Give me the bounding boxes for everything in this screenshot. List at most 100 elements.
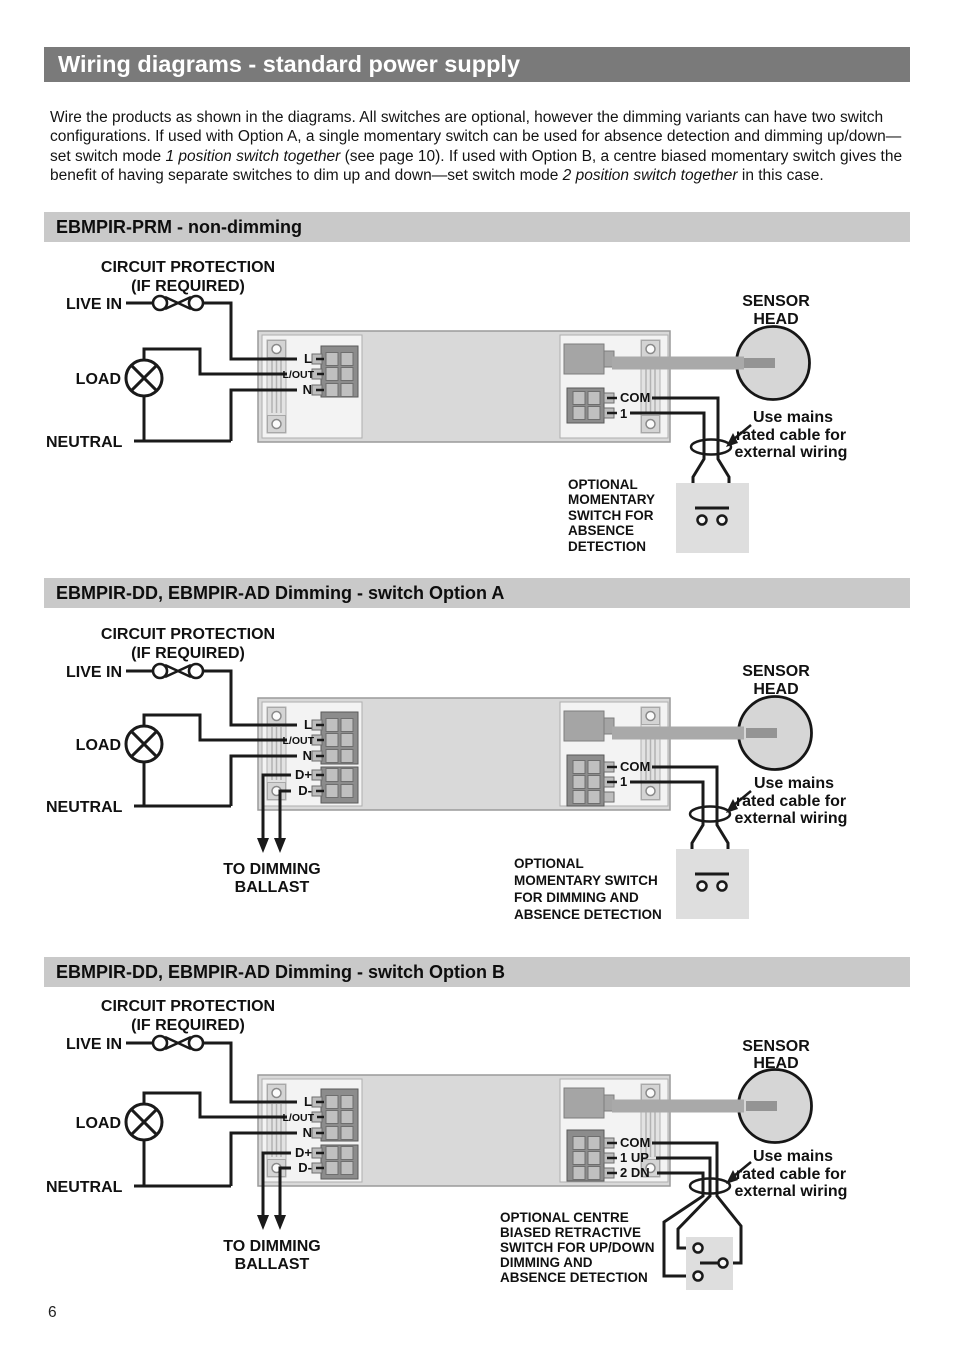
switch-caption-3: FOR DIMMING AND [514,890,639,905]
wiring-diagram-option-b: CIRCUIT PROTECTION (IF REQUIRED) LIVE IN… [46,998,848,1290]
mains-cable-note-2: rated cable for [736,793,846,810]
switch-caption-5: DETECTION [568,539,646,554]
mains-cable-note: Use mains [753,1148,833,1165]
terminal-label-lout: L/OUT [283,735,315,747]
terminal-label-1: 1 [620,774,627,789]
intro-paragraph: Wire the products as shown in the diagra… [50,108,912,186]
neutral-label: NEUTRAL [46,799,123,816]
mains-cable-note-3: external wiring [735,810,848,827]
circuit-protection-label-2: (IF REQUIRED) [131,1017,245,1034]
load-lamp-icon [124,724,164,764]
section-header-option-a: EBMPIR-DD, EBMPIR-AD Dimming - switch Op… [44,578,910,608]
cable-connector [563,1087,605,1119]
intro-text-3: in this case. [737,167,824,184]
terminal-label-2dn: 2 DN [620,1165,650,1180]
ballast-label: TO DIMMING [223,861,320,878]
terminal-label-n: N [303,1125,312,1140]
switch-caption-4: DIMMING AND [500,1255,593,1270]
switch-caption-3: SWITCH FOR UP/DOWN [500,1240,655,1255]
section-header-non-dimming: EBMPIR-PRM - non-dimming [44,212,910,242]
neutral-label: NEUTRAL [46,1179,123,1196]
ballast-arrow-icon [257,1215,269,1230]
circuit-protection-fuse-icon [151,1034,205,1052]
mains-cable-note-3: external wiring [735,444,848,461]
cable-clamp-icon [688,805,732,823]
retractive-switch [686,1237,733,1290]
sensor-head-label: SENSOR [742,293,810,310]
terminal-label-lout: L/OUT [283,1112,315,1124]
sensor-cable [612,356,744,370]
ballast-label: TO DIMMING [223,1238,320,1255]
intro-italic-2: 2 position switch together [562,167,738,184]
terminal-label-l: L [304,1094,312,1109]
switch-caption: OPTIONAL CENTRE [500,1210,629,1225]
page-number: 6 [48,1304,57,1321]
load-label: LOAD [76,737,121,754]
wiring-diagram-option-a: CIRCUIT PROTECTION (IF REQUIRED) LIVE IN… [46,626,848,922]
intro-text-2: (see page 10). If used with Option B, a … [50,147,903,185]
mains-cable-note-2: rated cable for [736,427,846,444]
terminal-label-com: COM [620,390,650,405]
pointer-arrow-icon [726,433,738,447]
live-in-label: LIVE IN [66,296,122,313]
intro-italic-1: 1 position switch together [165,147,341,165]
circuit-protection-fuse-icon [151,662,205,680]
ballast-arrow-icon [274,838,286,853]
terminal-label-n: N [303,382,312,397]
sensor-head-label-2: HEAD [753,1055,798,1072]
mains-cable-note: Use mains [753,409,833,426]
sensor-cable [612,1099,744,1113]
load-label: LOAD [76,371,121,388]
sensor-cable [612,726,744,740]
terminal-label-com: COM [620,759,650,774]
ballast-arrow-icon [274,1215,286,1230]
terminal-label-lout: L/OUT [283,369,315,381]
terminal-label-1up: 1 UP [620,1150,649,1165]
mains-cable-note-2: rated cable for [736,1166,846,1183]
psu-device [257,1074,671,1187]
sensor-head-label: SENSOR [742,663,810,680]
circuit-protection-label: CIRCUIT PROTECTION [101,259,275,276]
terminal-label-l: L [304,717,312,732]
load-lamp-icon [124,1102,164,1142]
intro-text-1: Wire the products as shown in the diagra… [50,108,902,165]
ballast-arrow-icon [257,838,269,853]
cable-connector [563,343,605,375]
terminal-label-l: L [304,351,312,366]
ballast-label-2: BALLAST [235,1256,310,1273]
circuit-protection-label-2: (IF REQUIRED) [131,645,245,662]
switch-caption-2: MOMENTARY SWITCH [514,873,658,888]
ballast-label-2: BALLAST [235,879,310,896]
load-lamp-icon [124,358,164,398]
circuit-protection-label-2: (IF REQUIRED) [131,278,245,295]
switch-caption-5: ABSENCE DETECTION [500,1270,648,1285]
wiring-diagram-non-dimming: CIRCUIT PROTECTION (IF REQUIRED) LIVE IN… [46,259,848,555]
switch-caption: OPTIONAL [568,477,638,492]
live-in-label: LIVE IN [66,664,122,681]
wires [124,1034,743,1278]
cable-clamp-icon [688,1177,732,1195]
mains-cable-note-3: external wiring [735,1183,848,1200]
psu-device [257,330,671,443]
terminal-label-dplus: D+ [295,767,312,782]
switch-caption-2: MOMENTARY [568,492,655,507]
sensor-head-label: SENSOR [742,1038,810,1055]
switch-caption-4: ABSENCE [568,523,634,538]
psu-device [257,697,671,811]
neutral-label: NEUTRAL [46,434,123,451]
momentary-switch [674,847,751,921]
terminal-label-com: COM [620,1135,650,1150]
mains-cable-note: Use mains [754,775,834,792]
pointer-arrow-icon [726,799,738,813]
switch-caption-4: ABSENCE DETECTION [514,907,662,922]
section-header-option-b: EBMPIR-DD, EBMPIR-AD Dimming - switch Op… [44,957,910,987]
pointer-arrow-icon [726,1170,738,1184]
circuit-protection-label: CIRCUIT PROTECTION [101,998,275,1015]
sensor-head-label-2: HEAD [753,681,798,698]
switch-caption-3: SWITCH FOR [568,508,654,523]
switch-caption: OPTIONAL [514,856,584,871]
live-in-label: LIVE IN [66,1036,122,1053]
cable-clamp-icon [689,438,733,456]
terminal-label-dminus: D- [298,783,312,798]
terminal-label-1: 1 [620,406,627,421]
